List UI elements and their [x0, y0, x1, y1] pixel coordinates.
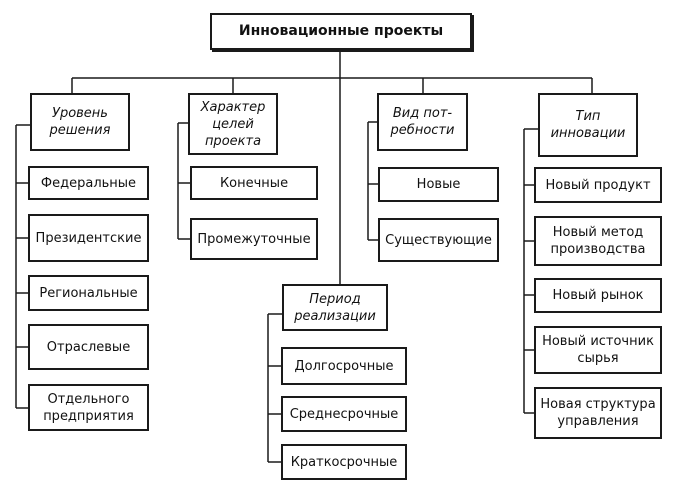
item-short-term: Краткосрочные	[281, 444, 407, 480]
item-new-raw-source: Новый источник сырья	[534, 326, 662, 374]
item-new-product: Новый продукт	[534, 167, 662, 203]
item-sectoral: Отраслевые	[28, 324, 149, 370]
item-new-production-method: Новый метод производства	[534, 216, 662, 266]
item-presidential: Президентские	[28, 214, 149, 262]
item-existing-needs: Существующие	[378, 218, 499, 262]
category-innovation-type: Тип инновации	[538, 93, 638, 157]
item-final: Конечные	[190, 166, 318, 200]
root-node: Инновационные проекты	[210, 13, 472, 50]
category-implementation-period: Период реализации	[282, 284, 388, 331]
item-new-needs: Новые	[378, 167, 499, 202]
item-enterprise: Отдельного предприятия	[28, 384, 149, 431]
category-decision-level: Уровень решения	[30, 93, 130, 151]
item-federal: Федеральные	[28, 166, 149, 200]
item-intermediate: Промежуточные	[190, 218, 318, 260]
category-need-type: Вид пот- ребности	[377, 93, 468, 151]
item-regional: Региональные	[28, 275, 149, 311]
item-new-market: Новый рынок	[534, 278, 662, 313]
item-long-term: Долгосрочные	[281, 347, 407, 385]
connector-lines	[15, 50, 593, 463]
item-new-management-structure: Новая структура управления	[534, 387, 662, 439]
item-medium-term: Среднесрочные	[281, 396, 407, 432]
category-goal-type: Характер целей проекта	[188, 93, 278, 155]
